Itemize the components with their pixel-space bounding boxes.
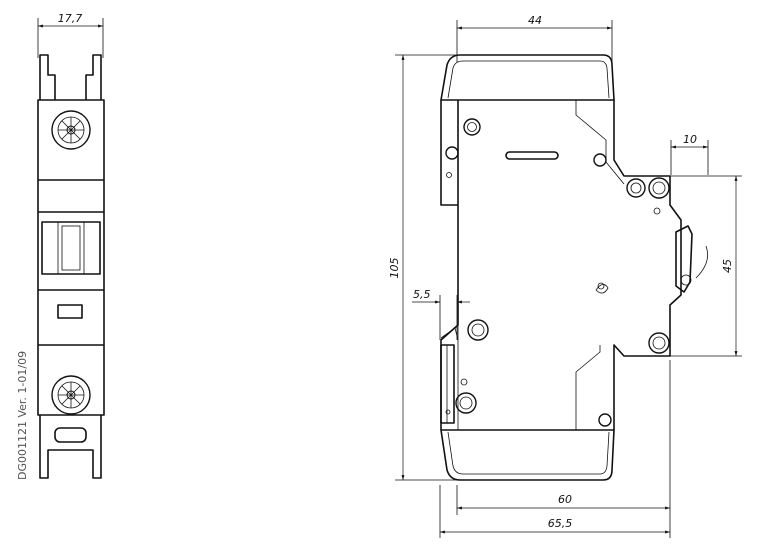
dim-rail-height: 45 bbox=[721, 259, 734, 273]
front-window bbox=[57, 304, 83, 319]
bottom-latch bbox=[440, 344, 455, 424]
dim-back-offset: 5,5 bbox=[413, 288, 431, 301]
rail-clip bbox=[675, 225, 693, 293]
dim-height: 105 bbox=[388, 258, 401, 279]
bottom-cover bbox=[440, 429, 615, 481]
front-body bbox=[37, 99, 105, 416]
document-id: DG001121 Ver. 1-01/09 bbox=[16, 351, 29, 480]
screw-bottom-icon bbox=[66, 390, 76, 400]
dim-side-top-width: 44 bbox=[528, 14, 542, 27]
dim-front-width: 17,7 bbox=[58, 12, 83, 25]
top-cover bbox=[440, 54, 615, 101]
side-slot bbox=[505, 151, 559, 160]
dim-body-depth: 60 bbox=[558, 493, 572, 506]
side-view: 44 10 105 45 5,5 60 65,5 bbox=[388, 14, 742, 538]
dim-total-depth: 65,5 bbox=[548, 517, 573, 530]
screw-top-icon bbox=[66, 125, 76, 135]
dim-rail-offset: 10 bbox=[683, 133, 697, 146]
front-view: 17,7 bbox=[37, 12, 105, 479]
side-body bbox=[440, 100, 682, 430]
